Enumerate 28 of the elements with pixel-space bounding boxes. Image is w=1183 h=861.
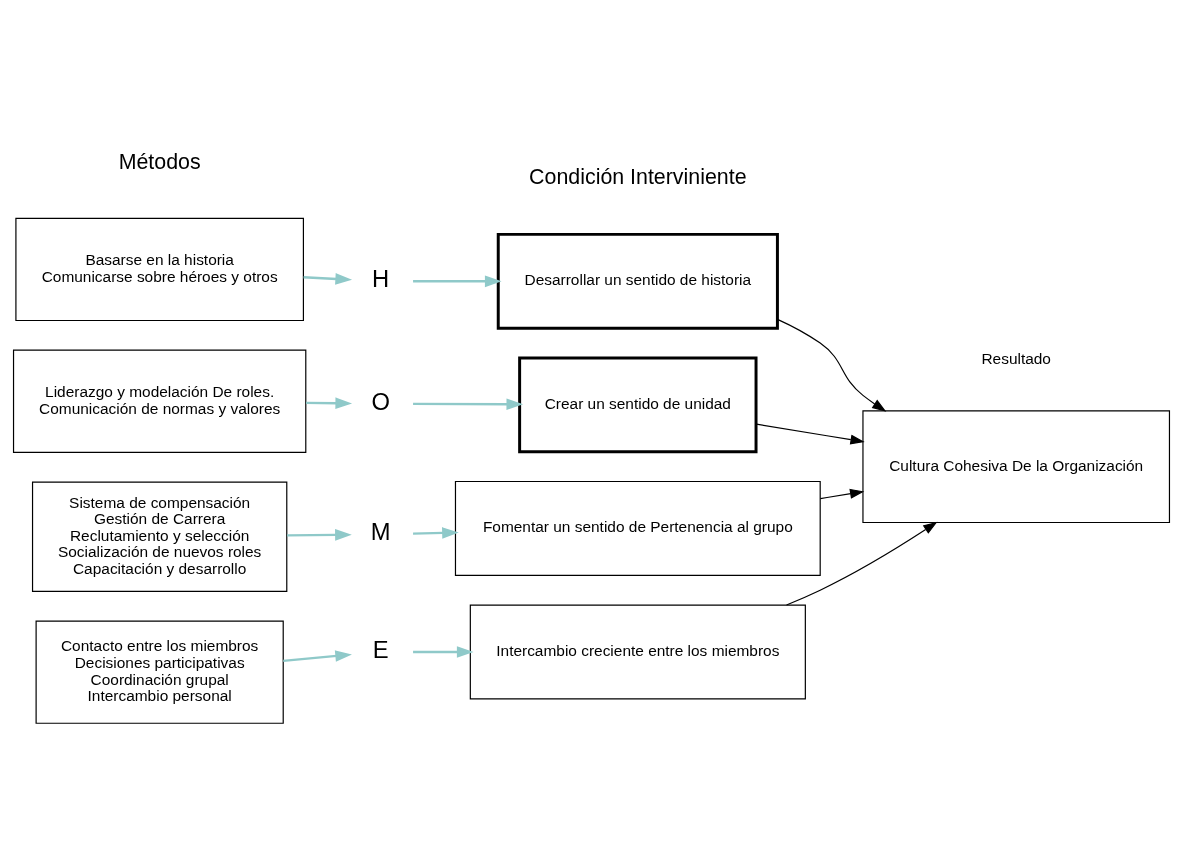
node-box: Desarrollar un sentido de historia xyxy=(496,232,779,330)
node-text: E xyxy=(372,635,389,663)
arrow xyxy=(819,488,865,499)
node-box: Basarse en la historia Comunicarse sobre héroes y otros xyxy=(15,217,304,321)
arrow xyxy=(413,526,459,539)
node-box: Sistema de compensación Gestión de Carrera Reclutamiento y selección Socialización de nuevos roles Capacitación y desarrollo xyxy=(31,481,288,592)
arrow xyxy=(413,397,524,410)
label: Métodos xyxy=(118,149,201,174)
arrow xyxy=(413,274,502,287)
arrow xyxy=(287,528,352,541)
arrow xyxy=(785,521,938,606)
node-box: Liderazgo y modelación De roles. Comunicación de normas y valores xyxy=(12,349,307,453)
node-text: M xyxy=(370,517,391,545)
label: Condición Interviniente xyxy=(529,164,747,189)
arrow xyxy=(776,318,887,412)
node-box: Crear un sentido de unidad xyxy=(518,355,758,453)
node-box: Contacto entre los miembros Decisiones participativas Coordinación grupal Intercambio personal xyxy=(35,620,284,724)
node-text: H xyxy=(372,264,390,292)
node-text: O xyxy=(371,387,390,415)
arrow xyxy=(413,645,474,658)
node-box: Fomentar un sentido de Pertenencia al grupo xyxy=(454,480,821,576)
node-box: Intercambio creciente entre los miembros xyxy=(469,603,806,699)
arrow xyxy=(283,649,352,662)
arrow xyxy=(303,272,353,285)
arrow xyxy=(755,423,865,445)
arrow xyxy=(306,396,353,409)
node-box: Cultura Cohesiva De la Organización xyxy=(862,409,1171,523)
label: Resultado xyxy=(981,349,1051,367)
